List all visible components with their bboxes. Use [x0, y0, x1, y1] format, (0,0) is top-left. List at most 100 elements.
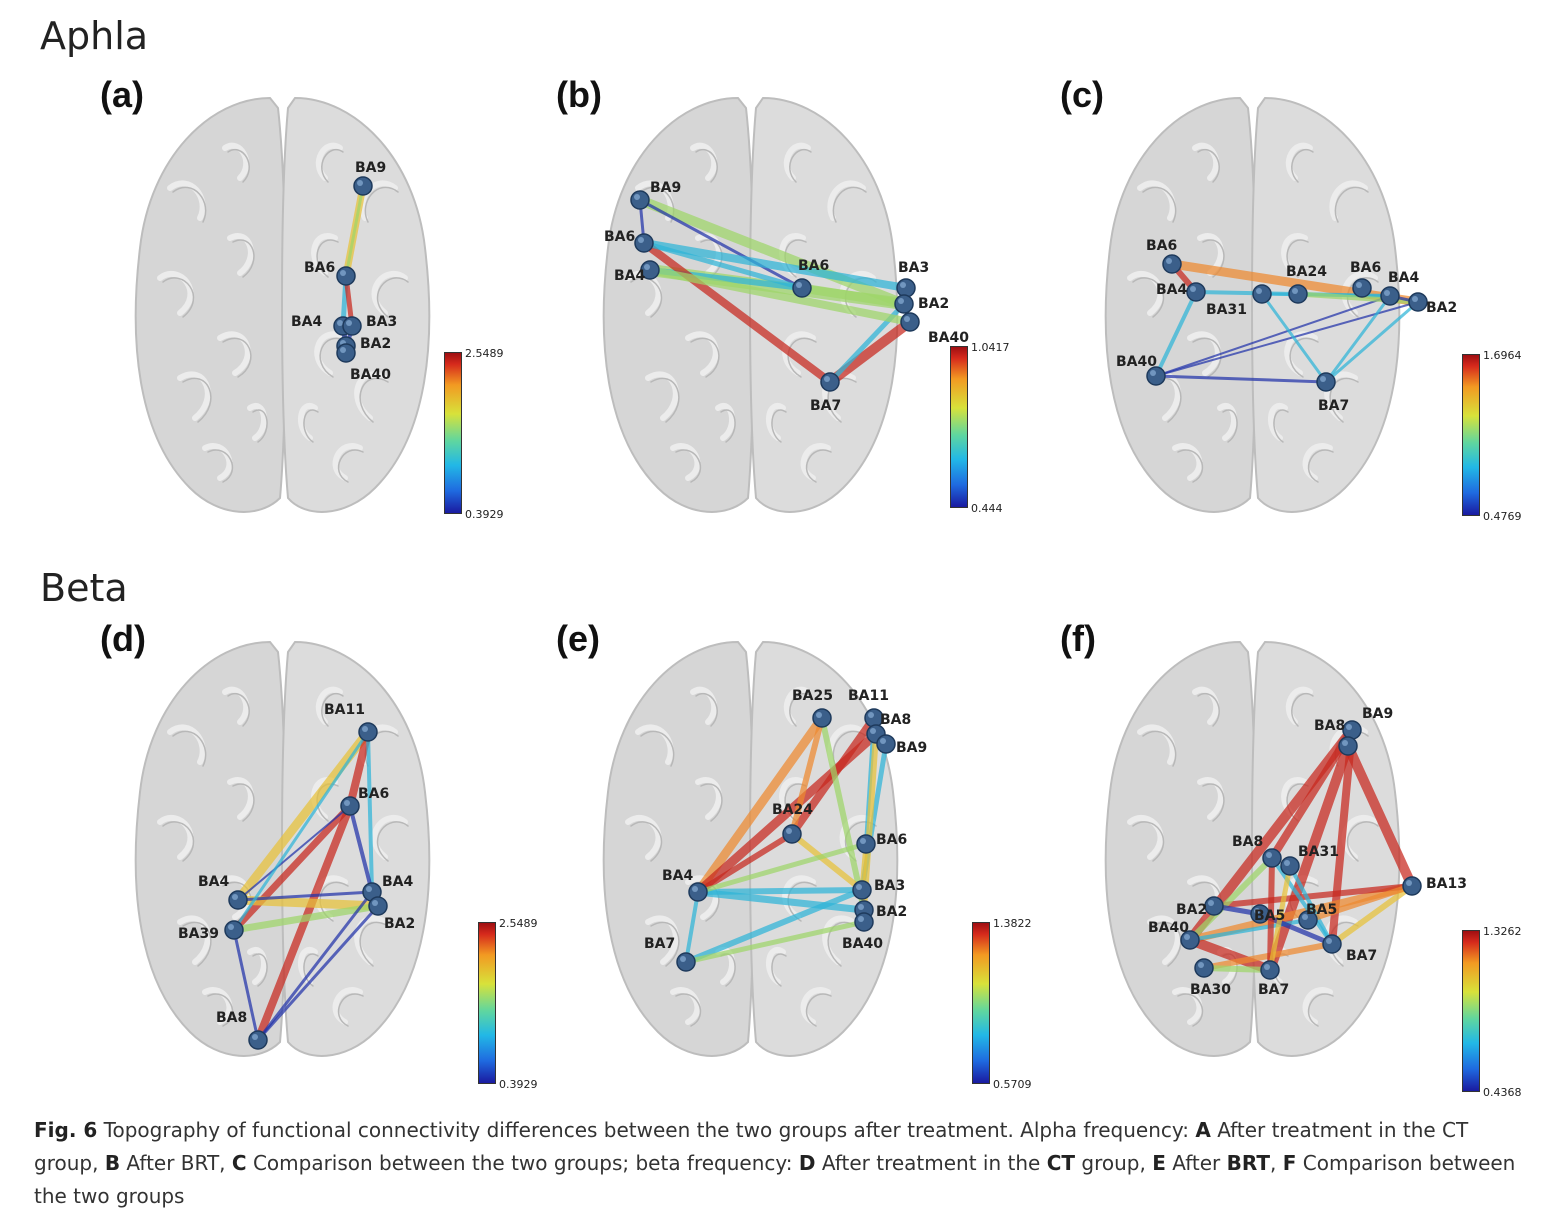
node-label: BA40: [842, 936, 883, 952]
brain-region-node: [688, 882, 708, 902]
connection-edge: [640, 239, 910, 292]
connection-edge: [344, 184, 365, 278]
node-label: BA4: [291, 314, 323, 330]
brain-region-node: [1322, 934, 1342, 954]
connection-edge: [1324, 294, 1392, 384]
connection-edge: [1324, 300, 1420, 384]
connection-edge: [641, 240, 805, 291]
connection-edge: [640, 239, 834, 386]
node-label: BA40: [1148, 920, 1189, 936]
brain-region-node: [1288, 284, 1308, 304]
colorbar-e: 1.3822 0.5709: [972, 917, 1032, 1091]
connection-edge: [684, 890, 700, 964]
colorbar-min: 0.5709: [993, 1078, 1032, 1091]
node-label: BA11: [324, 702, 365, 718]
connection-edge: [1305, 883, 1415, 923]
connection-edge: [1270, 856, 1334, 946]
brain-region-node: [856, 834, 876, 854]
brain-region-node: [1204, 896, 1224, 916]
colorbar-max: 1.0417: [971, 341, 1010, 354]
connection-edge: [861, 731, 879, 913]
node-label: BA24: [1286, 264, 1327, 280]
connection-edge: [233, 895, 383, 911]
node-label: BA2: [360, 336, 391, 352]
connection-edge: [695, 887, 865, 895]
node-label: BA5: [1306, 902, 1337, 918]
colorbar-min: 0.444: [971, 502, 1003, 515]
brain-region-node: [1316, 372, 1336, 392]
brain-region-node: [1352, 278, 1372, 298]
brain-region-node: [782, 824, 802, 844]
node-label: BA39: [178, 926, 219, 942]
node-label: BA3: [874, 878, 905, 894]
node-label: BA11: [848, 688, 889, 704]
brain-outline: [134, 96, 431, 513]
panel-label: (a): [100, 74, 144, 115]
node-label: BA7: [1258, 982, 1289, 998]
brain-region-node: [852, 880, 872, 900]
beta-section-title: Beta: [40, 566, 128, 610]
node-label: BA6: [876, 832, 907, 848]
colorbar-min: 0.3929: [465, 508, 504, 521]
brain-region-node: [820, 372, 840, 392]
connection-edge: [635, 195, 909, 309]
colorbar-max: 1.6964: [1483, 349, 1522, 362]
node-label: BA40: [928, 330, 969, 346]
connection-edge: [1265, 741, 1353, 975]
node-label: BA8: [1232, 834, 1263, 850]
connection-edge: [693, 713, 827, 897]
colorbar-f: 1.3262 0.4368: [1462, 925, 1522, 1099]
colorbar-min: 0.4769: [1483, 510, 1522, 523]
connection-edge: [1260, 292, 1328, 384]
node-label: BA7: [1318, 398, 1349, 414]
brain-region-node: [854, 912, 874, 932]
brain-region-node: [876, 734, 896, 754]
node-label: BA31: [1206, 302, 1247, 318]
node-label: BA31: [1298, 844, 1339, 860]
colorbar-b: 1.0417 0.444: [950, 341, 1010, 515]
connection-edge: [825, 317, 915, 387]
brain-region-node: [1408, 292, 1428, 312]
connection-edge: [1201, 965, 1273, 973]
node-label: BA6: [358, 786, 389, 802]
alpha-section-title: Aphla: [40, 14, 149, 58]
brain-region-node: [1262, 848, 1282, 868]
connection-edge: [1187, 855, 1275, 943]
panel-label: (f): [1060, 618, 1096, 659]
connection-edge: [695, 841, 869, 895]
connection-edge: [1343, 741, 1417, 891]
connection-edge: [694, 888, 868, 914]
node-label: BA30: [1190, 982, 1231, 998]
brain-region-node: [336, 266, 356, 286]
brain-region-node: [1194, 958, 1214, 978]
node-label: BA7: [644, 936, 675, 952]
brain-region-node: [1380, 286, 1400, 306]
connection-edge: [230, 802, 354, 934]
connection-edge: [233, 727, 373, 905]
connection-edge: [1329, 883, 1415, 947]
brain-region-node: [894, 294, 914, 314]
brain-region-node: [1280, 856, 1300, 876]
colorbar-max: 1.3262: [1483, 925, 1522, 938]
brain-region-node: [634, 233, 654, 253]
connection-edge: [348, 804, 374, 894]
connection-edge: [1268, 726, 1356, 862]
connection-edge: [789, 715, 825, 837]
connection-edge: [1154, 374, 1328, 384]
node-label: BA9: [896, 740, 927, 756]
figure-label: Fig. 6: [34, 1118, 98, 1142]
connection-edge: [230, 902, 382, 934]
node-label: BA6: [1146, 238, 1177, 254]
connection-edge: [254, 802, 354, 1044]
connection-edge: [693, 729, 881, 897]
node-label: BA2: [1426, 300, 1457, 316]
connection-edge: [366, 730, 374, 894]
node-label: BA24: [772, 802, 813, 818]
node-label: BA13: [1426, 876, 1467, 892]
